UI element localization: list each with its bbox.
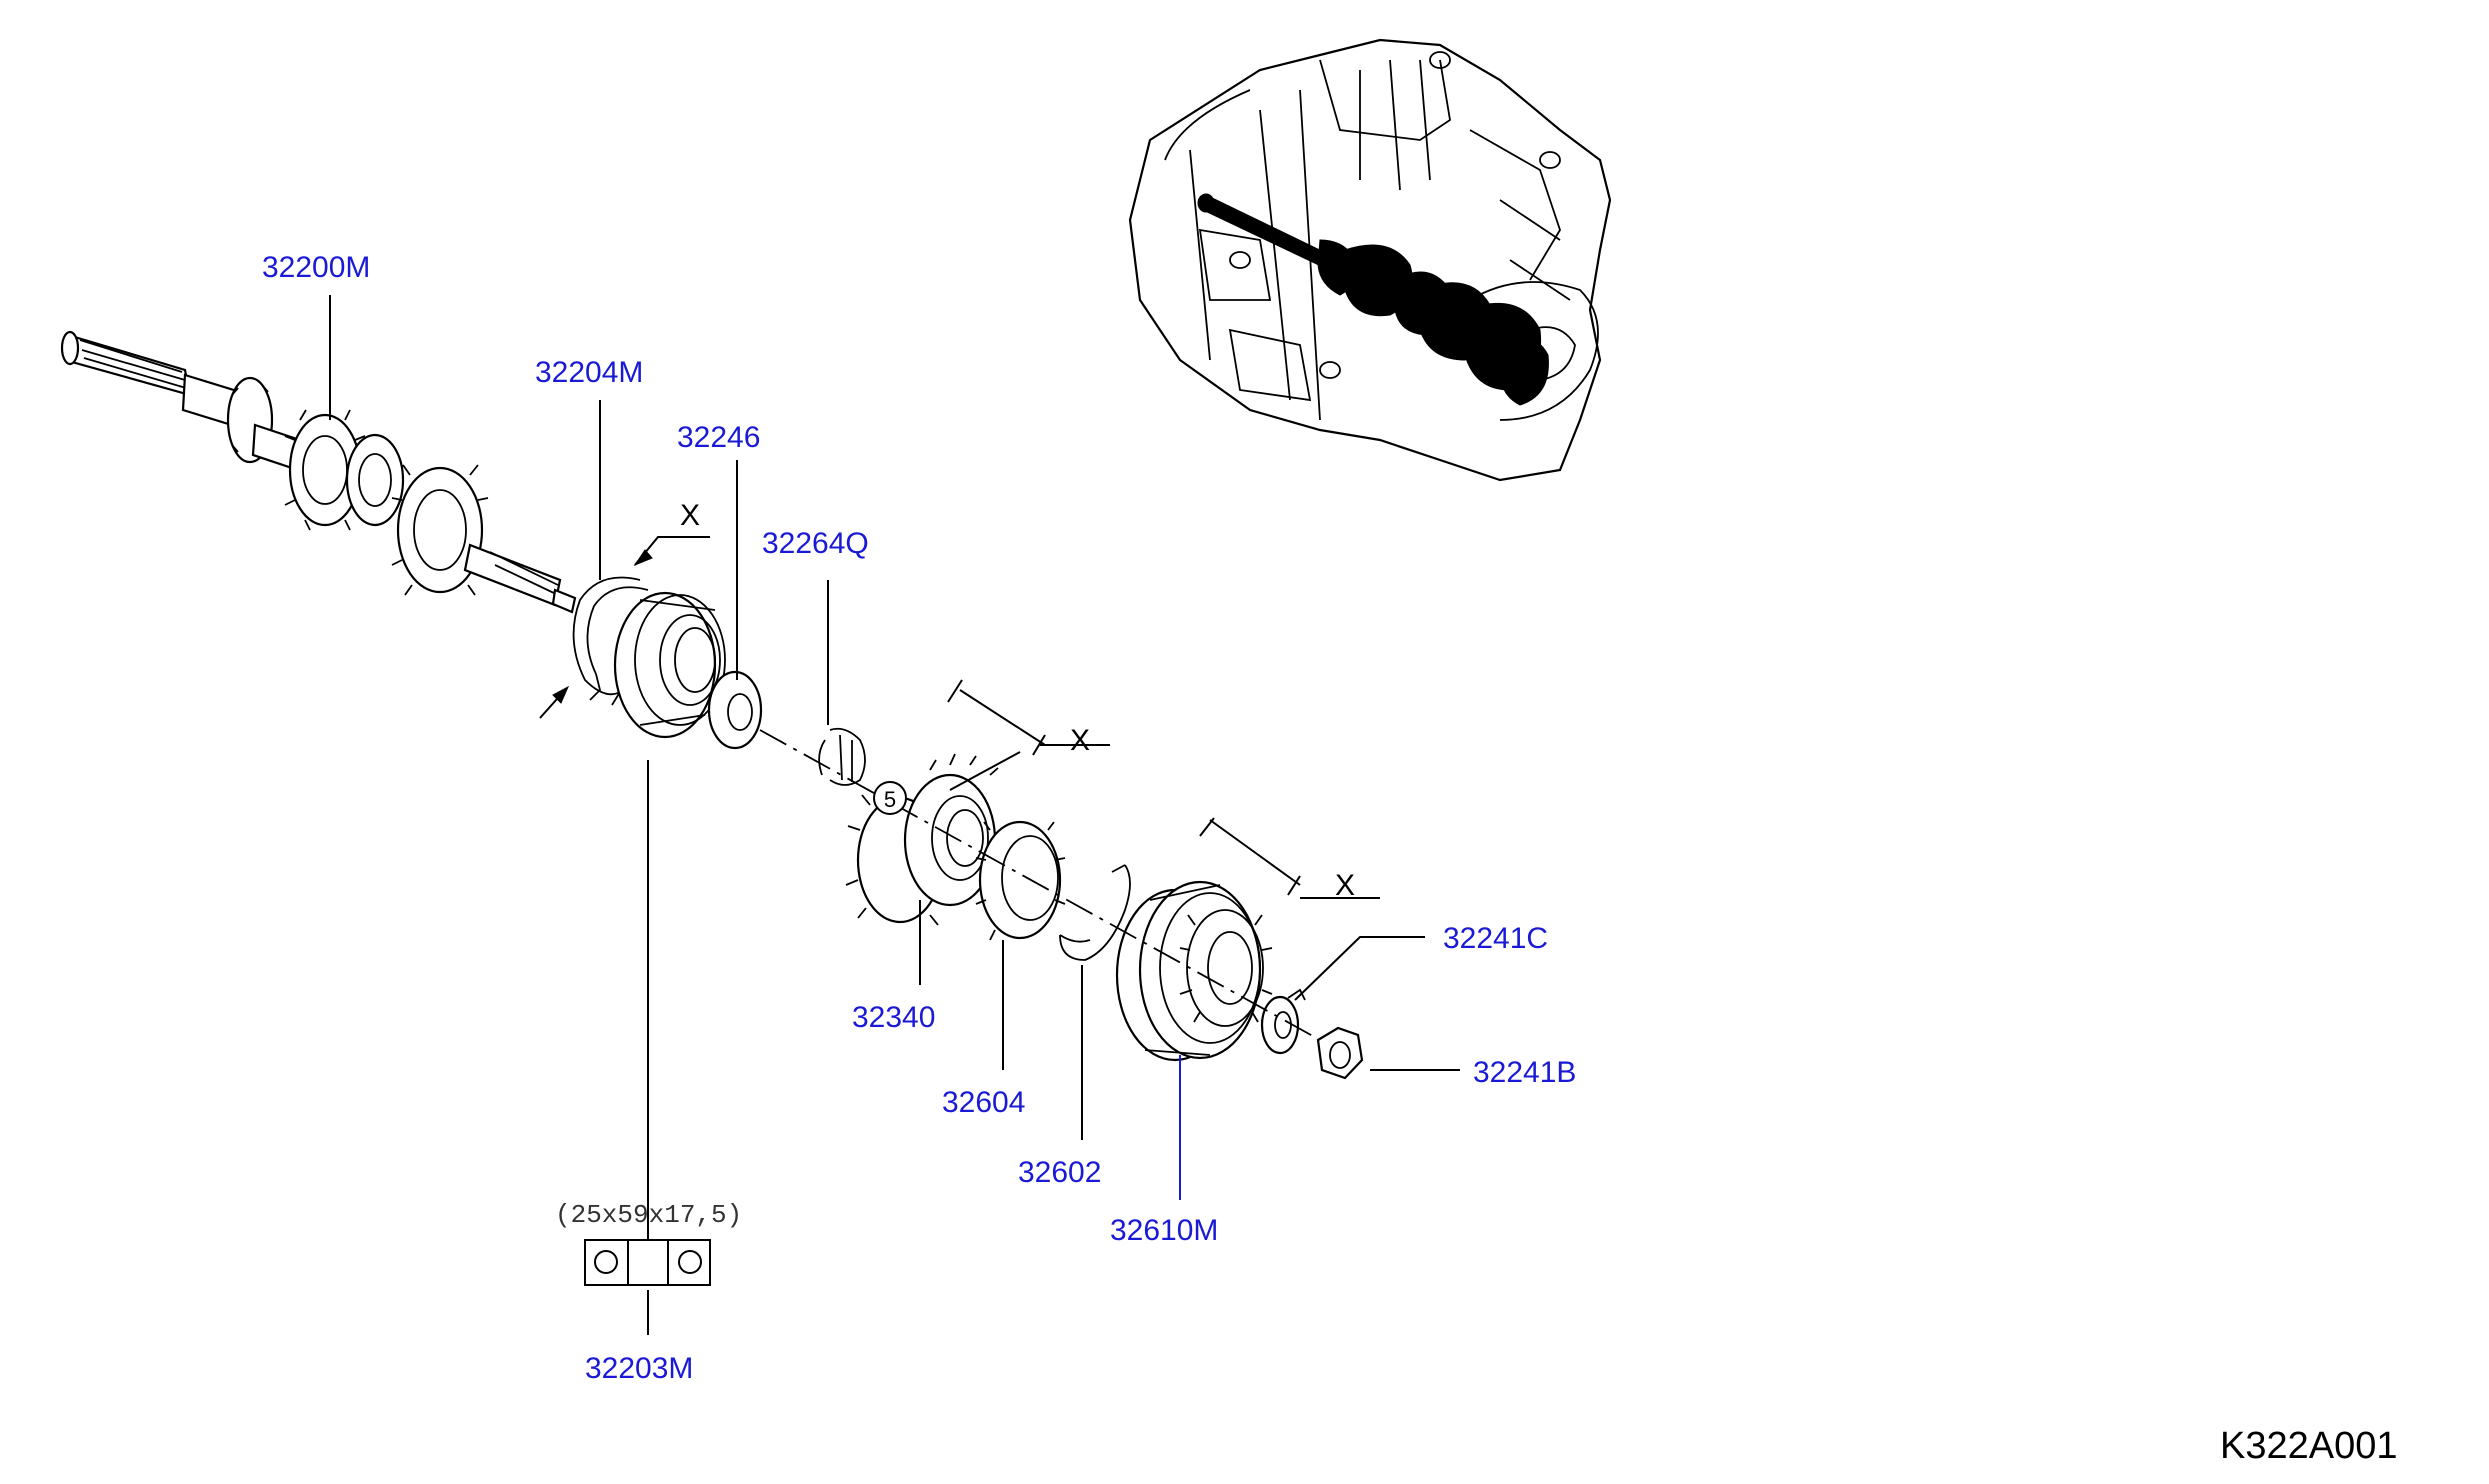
lock-washer[interactable]: [1260, 988, 1306, 1055]
fifth-gear[interactable]: [845, 753, 999, 926]
part-label-32200M[interactable]: 32200M: [262, 251, 370, 284]
svg-text:5: 5: [884, 787, 896, 812]
part-label-32610M[interactable]: 32610M: [1110, 1214, 1218, 1247]
needle-bearing[interactable]: [818, 727, 866, 786]
diagram-code: K322A001: [2220, 1425, 2398, 1467]
ball-bearing[interactable]: [613, 591, 726, 739]
part-label-32246[interactable]: 32246: [677, 421, 760, 454]
quantity-circle: 5: [873, 781, 907, 815]
part-label-32340[interactable]: 32340: [852, 1001, 935, 1034]
part-label-32204M[interactable]: 32204M: [535, 356, 643, 389]
part-label-32241C[interactable]: 32241C: [1443, 922, 1548, 955]
leader-lines: [329, 295, 1460, 1335]
thrust-washer[interactable]: [707, 670, 763, 750]
spread-spring[interactable]: [1059, 864, 1131, 961]
part-label-32241B[interactable]: 32241B: [1473, 1056, 1576, 1089]
lock-nut[interactable]: [1316, 1026, 1364, 1080]
main-shaft[interactable]: [60, 330, 577, 614]
part-label-32604[interactable]: 32604: [942, 1086, 1025, 1119]
baulk-ring[interactable]: [975, 820, 1066, 941]
selective-mark-3: X: [1335, 869, 1355, 902]
transmission-assembly-illustration: [1128, 38, 1612, 482]
coupling-sleeve-assembly[interactable]: [1115, 880, 1273, 1062]
shaft-axis-line: [759, 729, 1321, 1041]
highlighted-mainshaft: [1197, 193, 1549, 406]
part-label-32264Q[interactable]: 32264Q: [762, 527, 869, 560]
part-label-32602[interactable]: 32602: [1018, 1156, 1101, 1189]
selective-fit-markers: X X X: [539, 499, 1380, 902]
part-label-32203M[interactable]: 32203M: [585, 1352, 693, 1385]
bearing-spec: (25x59x17,5): [555, 1200, 742, 1230]
selective-mark-2: X: [1070, 724, 1090, 757]
bearing-symbol: [584, 1239, 711, 1286]
selective-mark-1: X: [680, 499, 700, 532]
